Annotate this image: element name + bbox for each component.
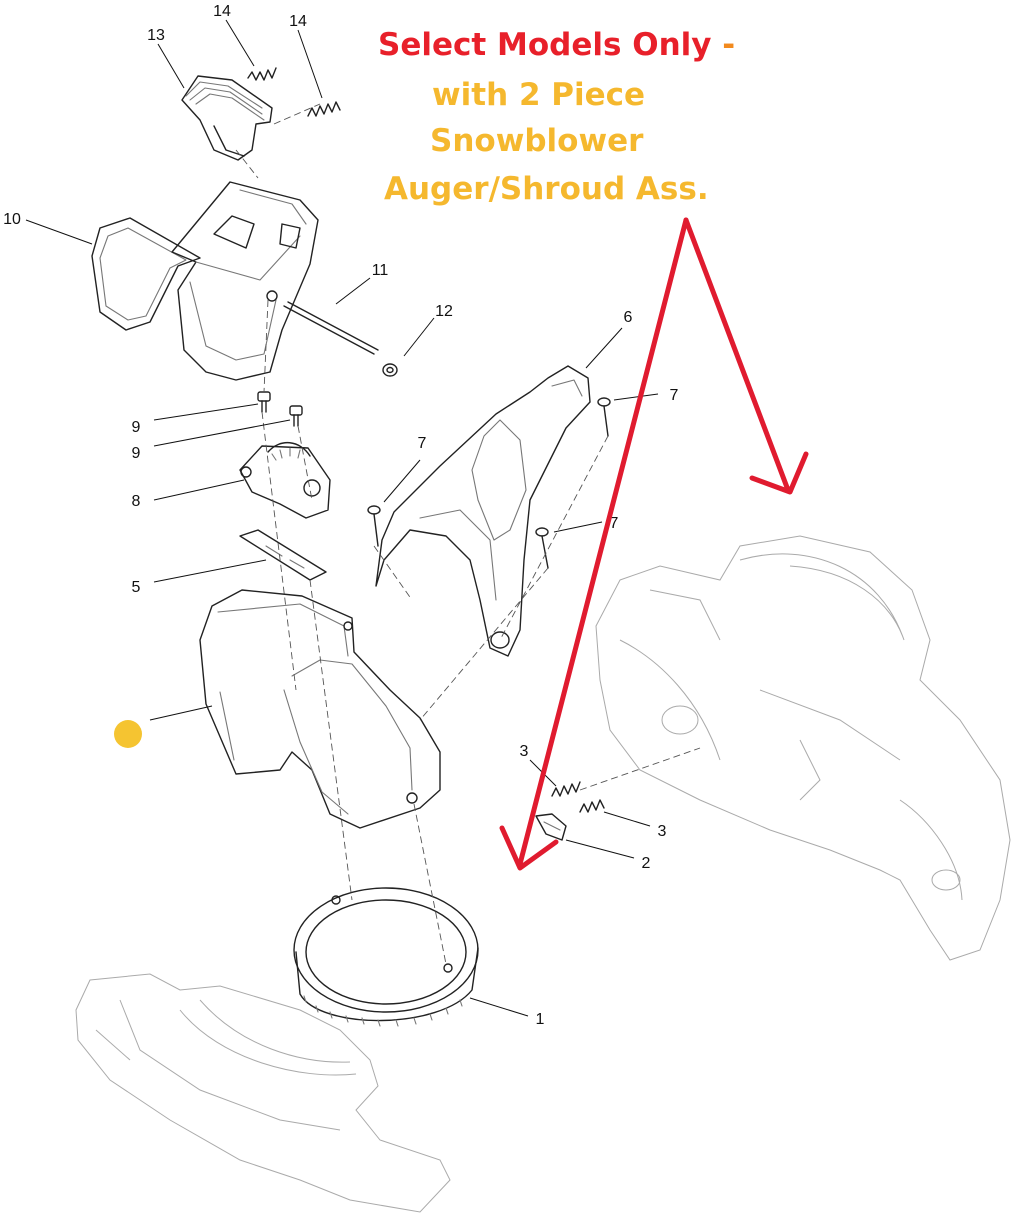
highlight-marker-dot: [114, 720, 142, 748]
callout-13: 13: [147, 27, 165, 44]
part-1-chute-ring: [293, 887, 479, 1027]
note-dash: -: [711, 27, 736, 63]
callout-14-right: 14: [289, 13, 307, 30]
auger-shroud-lower: [75, 973, 451, 1213]
annotation-arrows: [499, 217, 809, 871]
part-7-screws: [367, 397, 611, 569]
callout-7-right: 7: [670, 387, 679, 404]
callout-2: 2: [642, 855, 651, 872]
callout-5: 5: [132, 579, 141, 596]
note-line-1: Select Models Only -: [378, 30, 735, 61]
callout-7-middle: 7: [610, 515, 619, 532]
callout-12: 12: [435, 303, 453, 320]
part-5-label: [239, 529, 327, 581]
callout-10: 10: [3, 211, 21, 228]
callout-8: 8: [132, 493, 141, 510]
callout-numbers: 14 14 13 10 11 12 9 9 8 5 6 7 7 7 3 3 2 …: [3, 3, 678, 1028]
part-9-bolts: [257, 391, 303, 427]
callout-7-left: 7: [418, 435, 427, 452]
leader-lines: [25, 19, 659, 1017]
part-3-springs: [551, 781, 605, 813]
callout-6: 6: [624, 309, 633, 326]
auger-housing-right: [595, 535, 1011, 961]
part-10-bezel: [91, 217, 201, 331]
callout-9-lower: 9: [132, 445, 141, 462]
callout-3-upper: 3: [520, 743, 529, 760]
lower-chute: [199, 589, 441, 829]
part-8-gear-bracket: [239, 442, 331, 519]
part-2-latch: [535, 813, 567, 841]
assembly-guides: [235, 103, 701, 965]
part-14-springs: [247, 67, 341, 117]
note-line-3: Snowblower: [430, 123, 644, 159]
note-line-4: Auger/Shroud Ass.: [384, 171, 709, 207]
part-13-control-handle: [181, 75, 273, 161]
note-select-models: Select Models Only: [378, 27, 712, 63]
part-11-rod: [266, 290, 379, 355]
note-line-2: with 2 Piece: [432, 77, 646, 113]
callout-9-upper: 9: [132, 419, 141, 436]
part-6-deflector: [375, 365, 591, 657]
callout-1: 1: [536, 1011, 545, 1028]
upper-chute-housing: [171, 181, 319, 381]
callout-14-left: 14: [213, 3, 231, 20]
callout-11: 11: [372, 262, 389, 279]
callout-3-lower: 3: [658, 823, 667, 840]
part-12-washer: [382, 363, 398, 377]
